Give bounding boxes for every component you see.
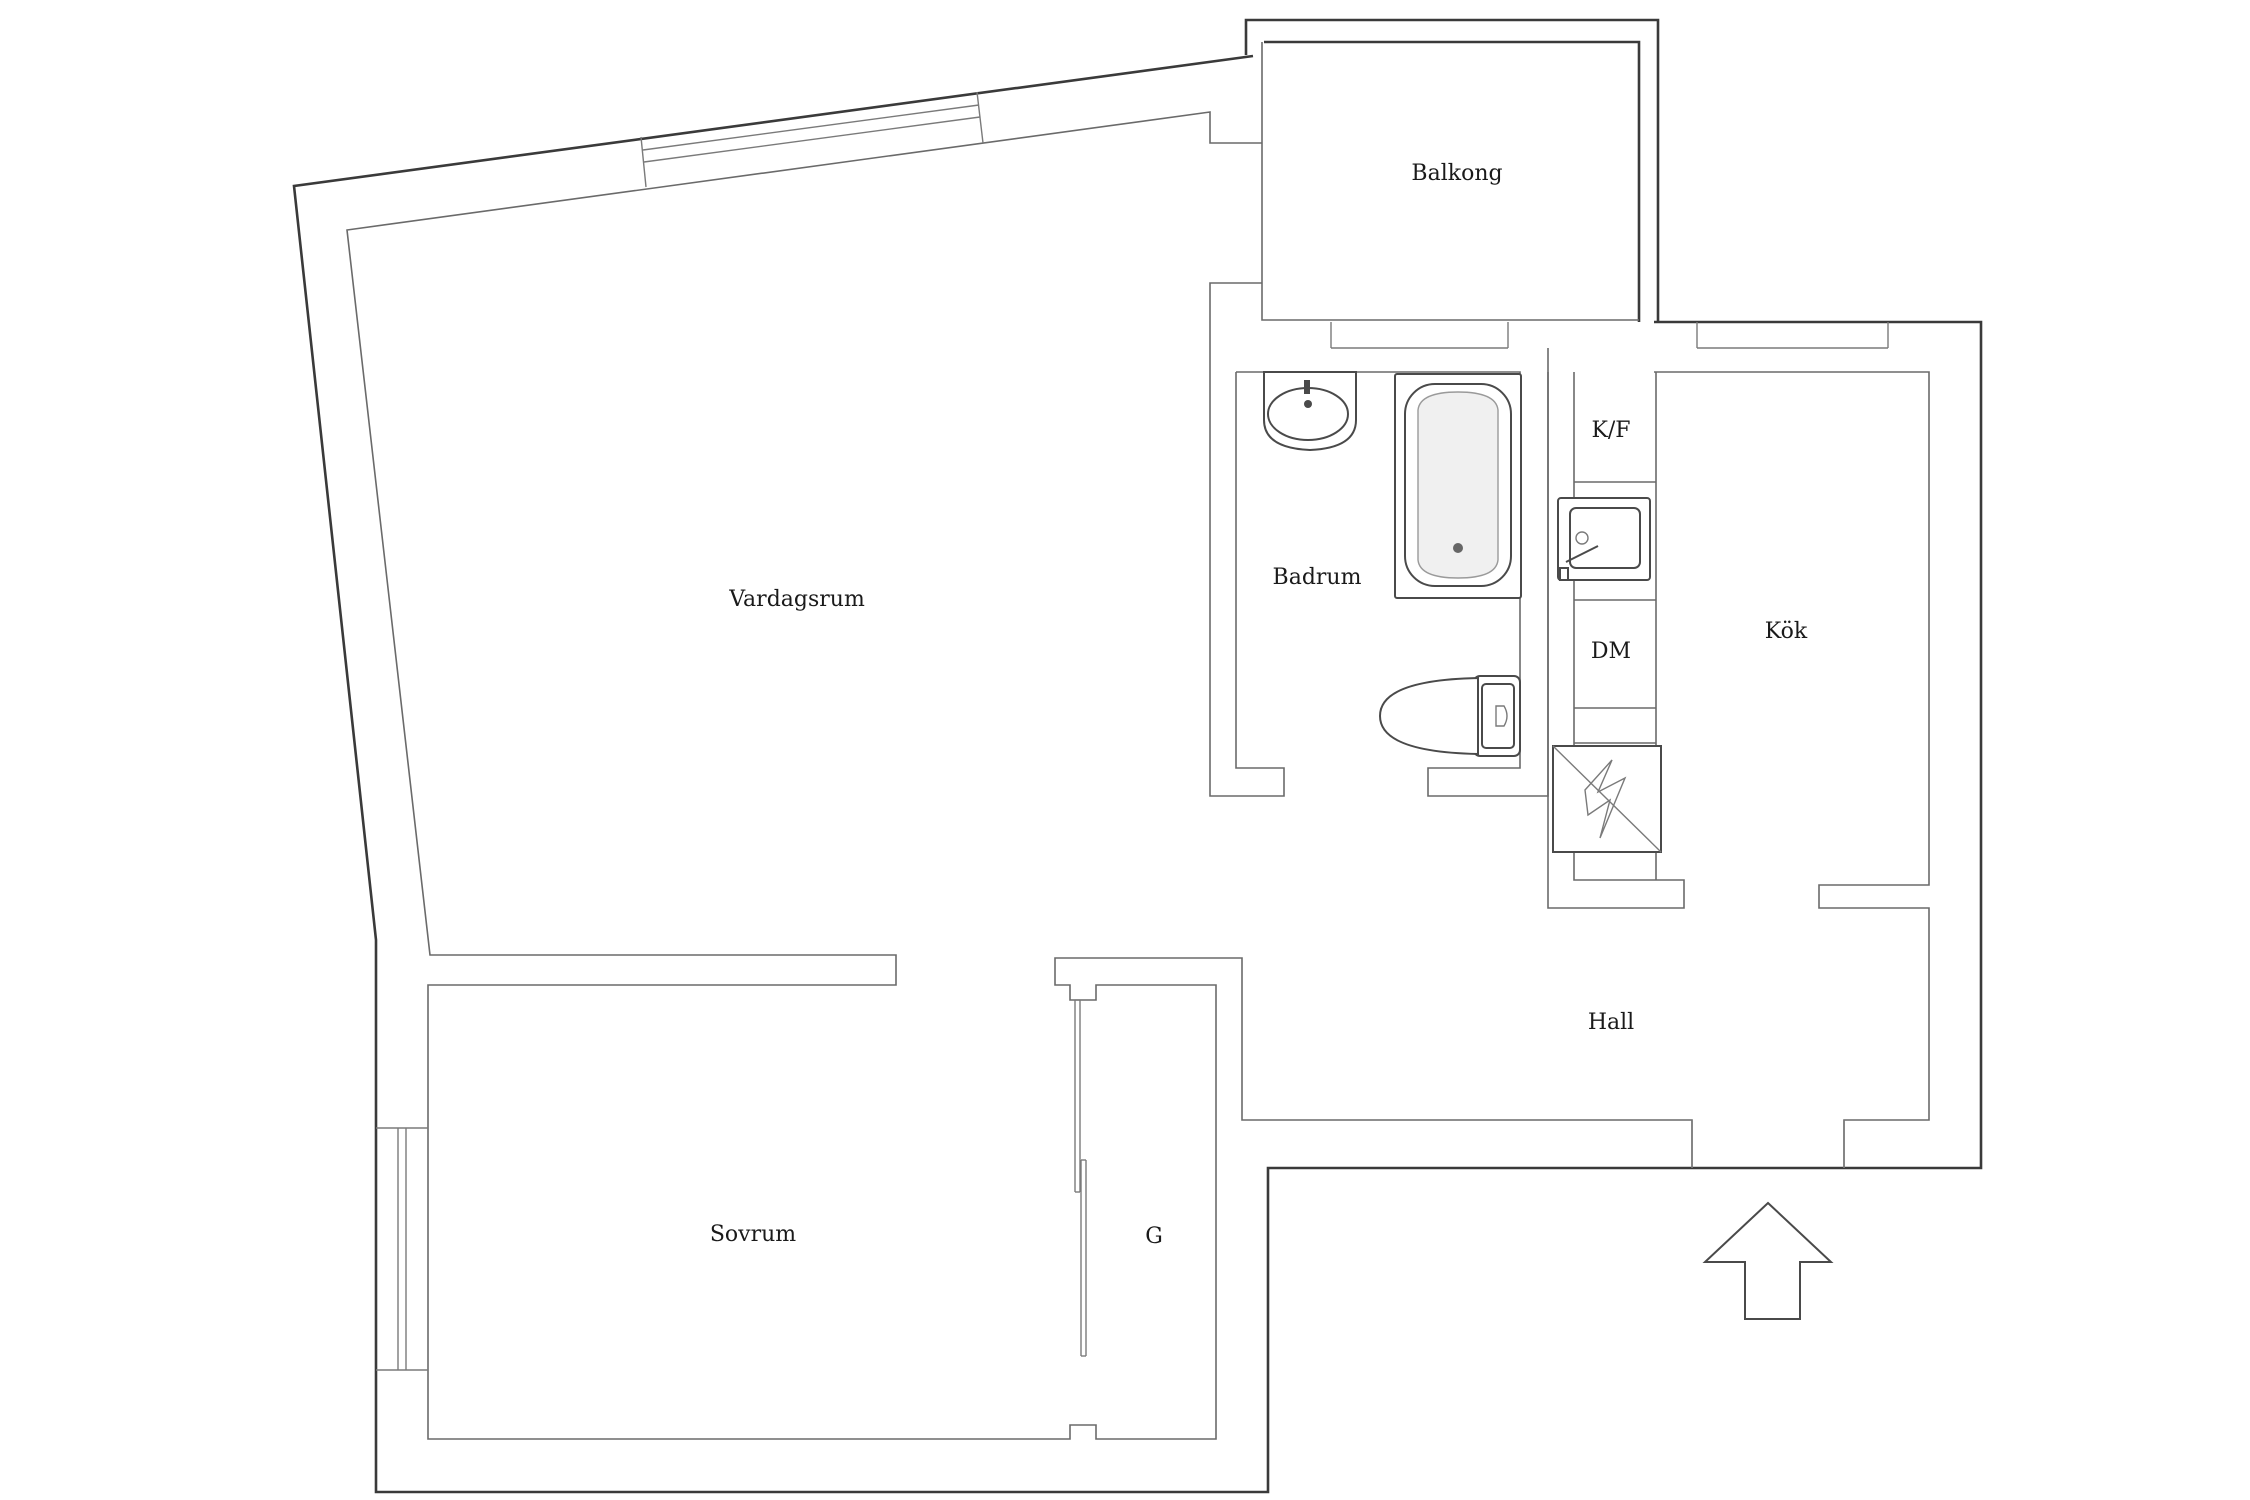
- windows: [376, 91, 1889, 1371]
- label-g: G: [1145, 1224, 1163, 1249]
- stove-icon: [1552, 745, 1662, 853]
- bathtub-icon: [1394, 373, 1522, 599]
- label-vardagsrum: Vardagsrum: [728, 587, 865, 612]
- closet-doors: [1074, 999, 1087, 1357]
- outer-walls: [292, 18, 1983, 1494]
- label-dm: DM: [1591, 639, 1631, 664]
- kitchen-sink-icon: [1557, 497, 1651, 581]
- washbasin-icon: [1263, 371, 1357, 452]
- label-kok: Kök: [1765, 619, 1808, 644]
- toilet-icon: [1378, 675, 1521, 757]
- label-sovrum: Sovrum: [710, 1222, 796, 1247]
- entrance-arrow-icon: [1702, 1201, 1834, 1320]
- label-kf: K/F: [1591, 418, 1630, 443]
- label-badrum: Badrum: [1273, 565, 1362, 590]
- label-hall: Hall: [1588, 1010, 1634, 1035]
- label-balkong: Balkong: [1411, 161, 1502, 186]
